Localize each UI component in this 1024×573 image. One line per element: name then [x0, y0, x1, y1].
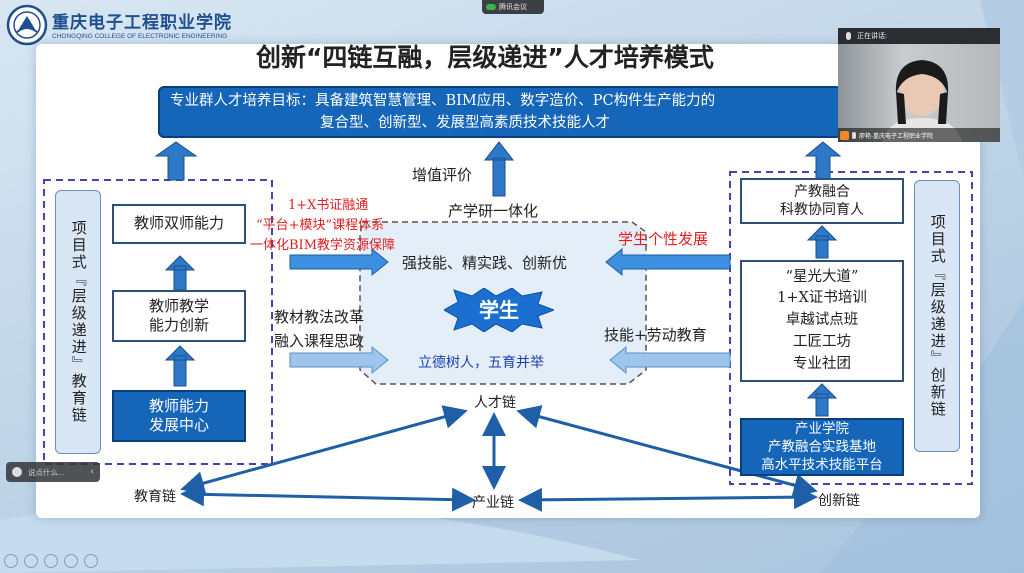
school-name: 重庆电子工程职业学院: [52, 13, 232, 33]
zoom-icon[interactable]: [64, 554, 78, 568]
edu-ind-link: [180, 482, 476, 512]
left-stack-arrow-2: [164, 345, 196, 387]
teacher-dual-box: 教师双师能力: [112, 204, 246, 244]
program-item: 工匠工坊: [793, 333, 851, 350]
bottom-toolbar: [4, 554, 98, 568]
school-logo: [6, 4, 48, 46]
industry-chain-node: 产业链: [472, 495, 514, 511]
right-arrow-lower: [609, 345, 731, 375]
reform-line-1: 教材教法改革: [274, 308, 365, 326]
speaker-video-panel[interactable]: 正在讲话: 廖艳-重庆电子工程职业学院: [838, 28, 1000, 142]
student-text: 学生: [479, 298, 519, 322]
program-item: 1+X证书培训: [777, 290, 867, 307]
right-stack-arrow-1: [806, 225, 838, 259]
left-stack-arrow-1: [164, 255, 196, 291]
cpr-label: 产学研一体化: [448, 202, 539, 220]
speaking-label: 正在讲话:: [857, 33, 887, 40]
skills-label: 强技能、精实践、创新优: [402, 254, 568, 272]
chat-placeholder: 说点什么...: [28, 467, 65, 477]
talent-inno-link: [516, 405, 818, 497]
mic-icon: [846, 32, 851, 40]
industry-line-2: 产教融合实践基地: [768, 438, 876, 455]
pen-icon[interactable]: [44, 554, 58, 568]
education-chain-panel: 项目式『层级递进』教育链: [55, 190, 101, 454]
teacher-teaching-line-2: 能力创新: [148, 316, 209, 334]
personal-development-label: 学生个性发展: [618, 230, 709, 248]
right-group-frame: [729, 171, 973, 485]
school-name-english: CHONGQING COLLEGE OF ELECTRONIC ENGINEER…: [52, 33, 228, 40]
labor-education-label: 技能+劳动教育: [604, 326, 707, 344]
prev-icon[interactable]: [4, 554, 18, 568]
talent-chain-label: 人才链: [474, 395, 516, 411]
goal-line-2: 复合型、创新型、发展型高素质技术技能人才: [320, 115, 610, 132]
innovation-chain-node: 创新链: [818, 493, 860, 509]
right-up-arrow: [804, 141, 842, 181]
ind-inno-link: [518, 485, 818, 512]
next-icon[interactable]: [24, 554, 38, 568]
speaking-bar: 正在讲话:: [838, 28, 1000, 44]
meeting-icon: [486, 4, 496, 10]
program-item: 卓越试点班: [785, 312, 859, 329]
left-group-frame: [43, 179, 273, 465]
education-chain-label: 项目式『层级递进』教育链: [69, 220, 88, 424]
right-arrow-upper: [605, 247, 731, 277]
speaker-avatar-icon: [840, 130, 849, 140]
teacher-center-box: 教师能力 发展中心: [112, 390, 246, 442]
more-icon[interactable]: [84, 554, 98, 568]
program-item: 专业社团: [793, 355, 851, 372]
chat-input[interactable]: 说点什么... ‹: [6, 462, 100, 482]
reform-line-2: 融入课程思政: [274, 332, 365, 350]
red-note-3: 一体化BIM教学资源保障: [250, 238, 395, 253]
speaker-mic-icon: [852, 131, 856, 139]
speaker-name-bar: 廖艳-重庆电子工程职业学院: [838, 128, 1000, 142]
left-arrow-lower: [289, 345, 389, 375]
student-label: 学生: [444, 288, 554, 332]
center-up-arrow: [483, 141, 515, 197]
teacher-center-line-2: 发展中心: [148, 416, 209, 434]
left-up-arrow: [154, 141, 198, 181]
collapse-chevron-icon[interactable]: ‹: [90, 467, 94, 477]
education-chain-node: 教育链: [134, 489, 176, 505]
industry-box: 产业学院 产教融合实践基地 高水平技术技能平台: [740, 418, 904, 476]
program-item: “星光大道”: [785, 268, 859, 285]
integration-box: 产教融合 科教协同育人: [740, 178, 904, 224]
meeting-label: 腾讯会议: [499, 4, 527, 11]
value-evaluation-label: 增值评价: [412, 166, 473, 184]
goal-line-1: 专业群人才培养目标：具备建筑智慧管理、BIM应用、数字造价、PC构件生产能力的: [170, 93, 716, 109]
teacher-dual-label: 教师双师能力: [133, 214, 224, 233]
integration-line-2: 科教协同育人: [780, 202, 864, 218]
speaker-name: 廖艳-重庆电子工程职业学院: [859, 133, 933, 140]
speaker-silhouette: [882, 60, 962, 142]
left-arrow-upper: [289, 247, 389, 277]
industry-line-3: 高水平技术技能平台: [761, 457, 883, 474]
teacher-teaching-box: 教师教学 能力创新: [112, 290, 246, 342]
goal-banner: 专业群人才培养目标：具备建筑智慧管理、BIM应用、数字造价、PC构件生产能力的 …: [158, 86, 842, 138]
emoji-icon[interactable]: [12, 467, 22, 477]
red-note-2: “平台+模块”课程体系: [256, 218, 385, 233]
student-star: [444, 288, 554, 332]
slide-title: 创新“四链互融，层级递进”人才培养模式: [256, 43, 714, 72]
teacher-teaching-line-1: 教师教学: [148, 296, 209, 315]
industry-line-1: 产业学院: [795, 420, 849, 437]
right-stack-arrow-2: [806, 383, 838, 417]
innovation-chain-label: 项目式『层级递进』创新链: [928, 214, 947, 418]
teacher-center-line-1: 教师能力: [148, 396, 209, 415]
red-note-1: 1+X书证融通: [288, 198, 369, 213]
innovation-chain-panel: 项目式『层级递进』创新链: [914, 180, 960, 452]
programs-box: “星光大道” 1+X证书培训 卓越试点班 工匠工坊 专业社团: [740, 260, 904, 382]
meeting-badge[interactable]: 腾讯会议: [482, 0, 544, 14]
integration-line-1: 产教融合: [794, 183, 850, 200]
moral-label: 立德树人，五育并举: [418, 355, 544, 371]
talent-edu-link: [180, 405, 468, 495]
